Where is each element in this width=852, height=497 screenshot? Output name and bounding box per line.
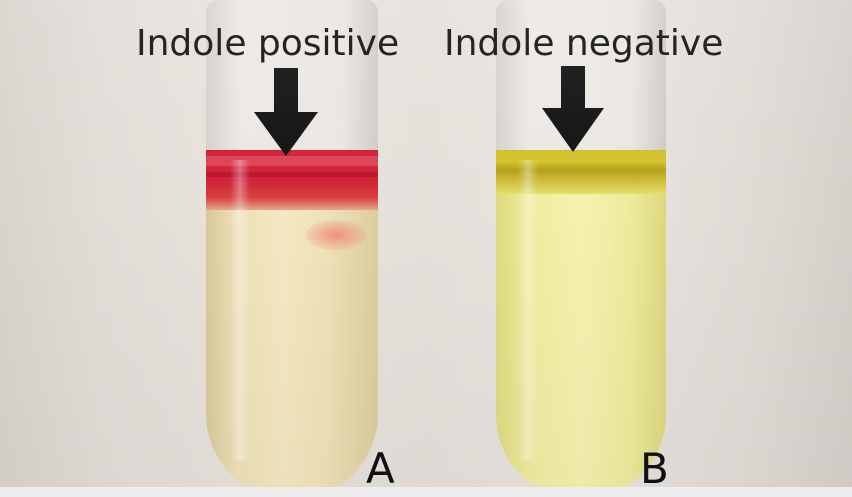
tube-a-broth [206,210,378,497]
arrow-down-icon [542,66,604,152]
tube-b-highlight [518,160,538,460]
tube-b-yellow-reagent-layer [496,150,666,194]
tube-letter-b: B [640,444,669,493]
tube-a-highlight [230,160,250,460]
indole-negative-label: Indole negative [444,23,724,64]
tube-b-broth [496,194,666,497]
tube-a-red-reagent-layer [206,150,378,210]
tube-letter-a: A [366,444,395,493]
test-tube-a [206,0,378,497]
arrow-down-icon [254,68,318,156]
test-tube-b [496,0,666,497]
indole-positive-label: Indole positive [136,23,400,64]
bottom-border [0,487,852,497]
